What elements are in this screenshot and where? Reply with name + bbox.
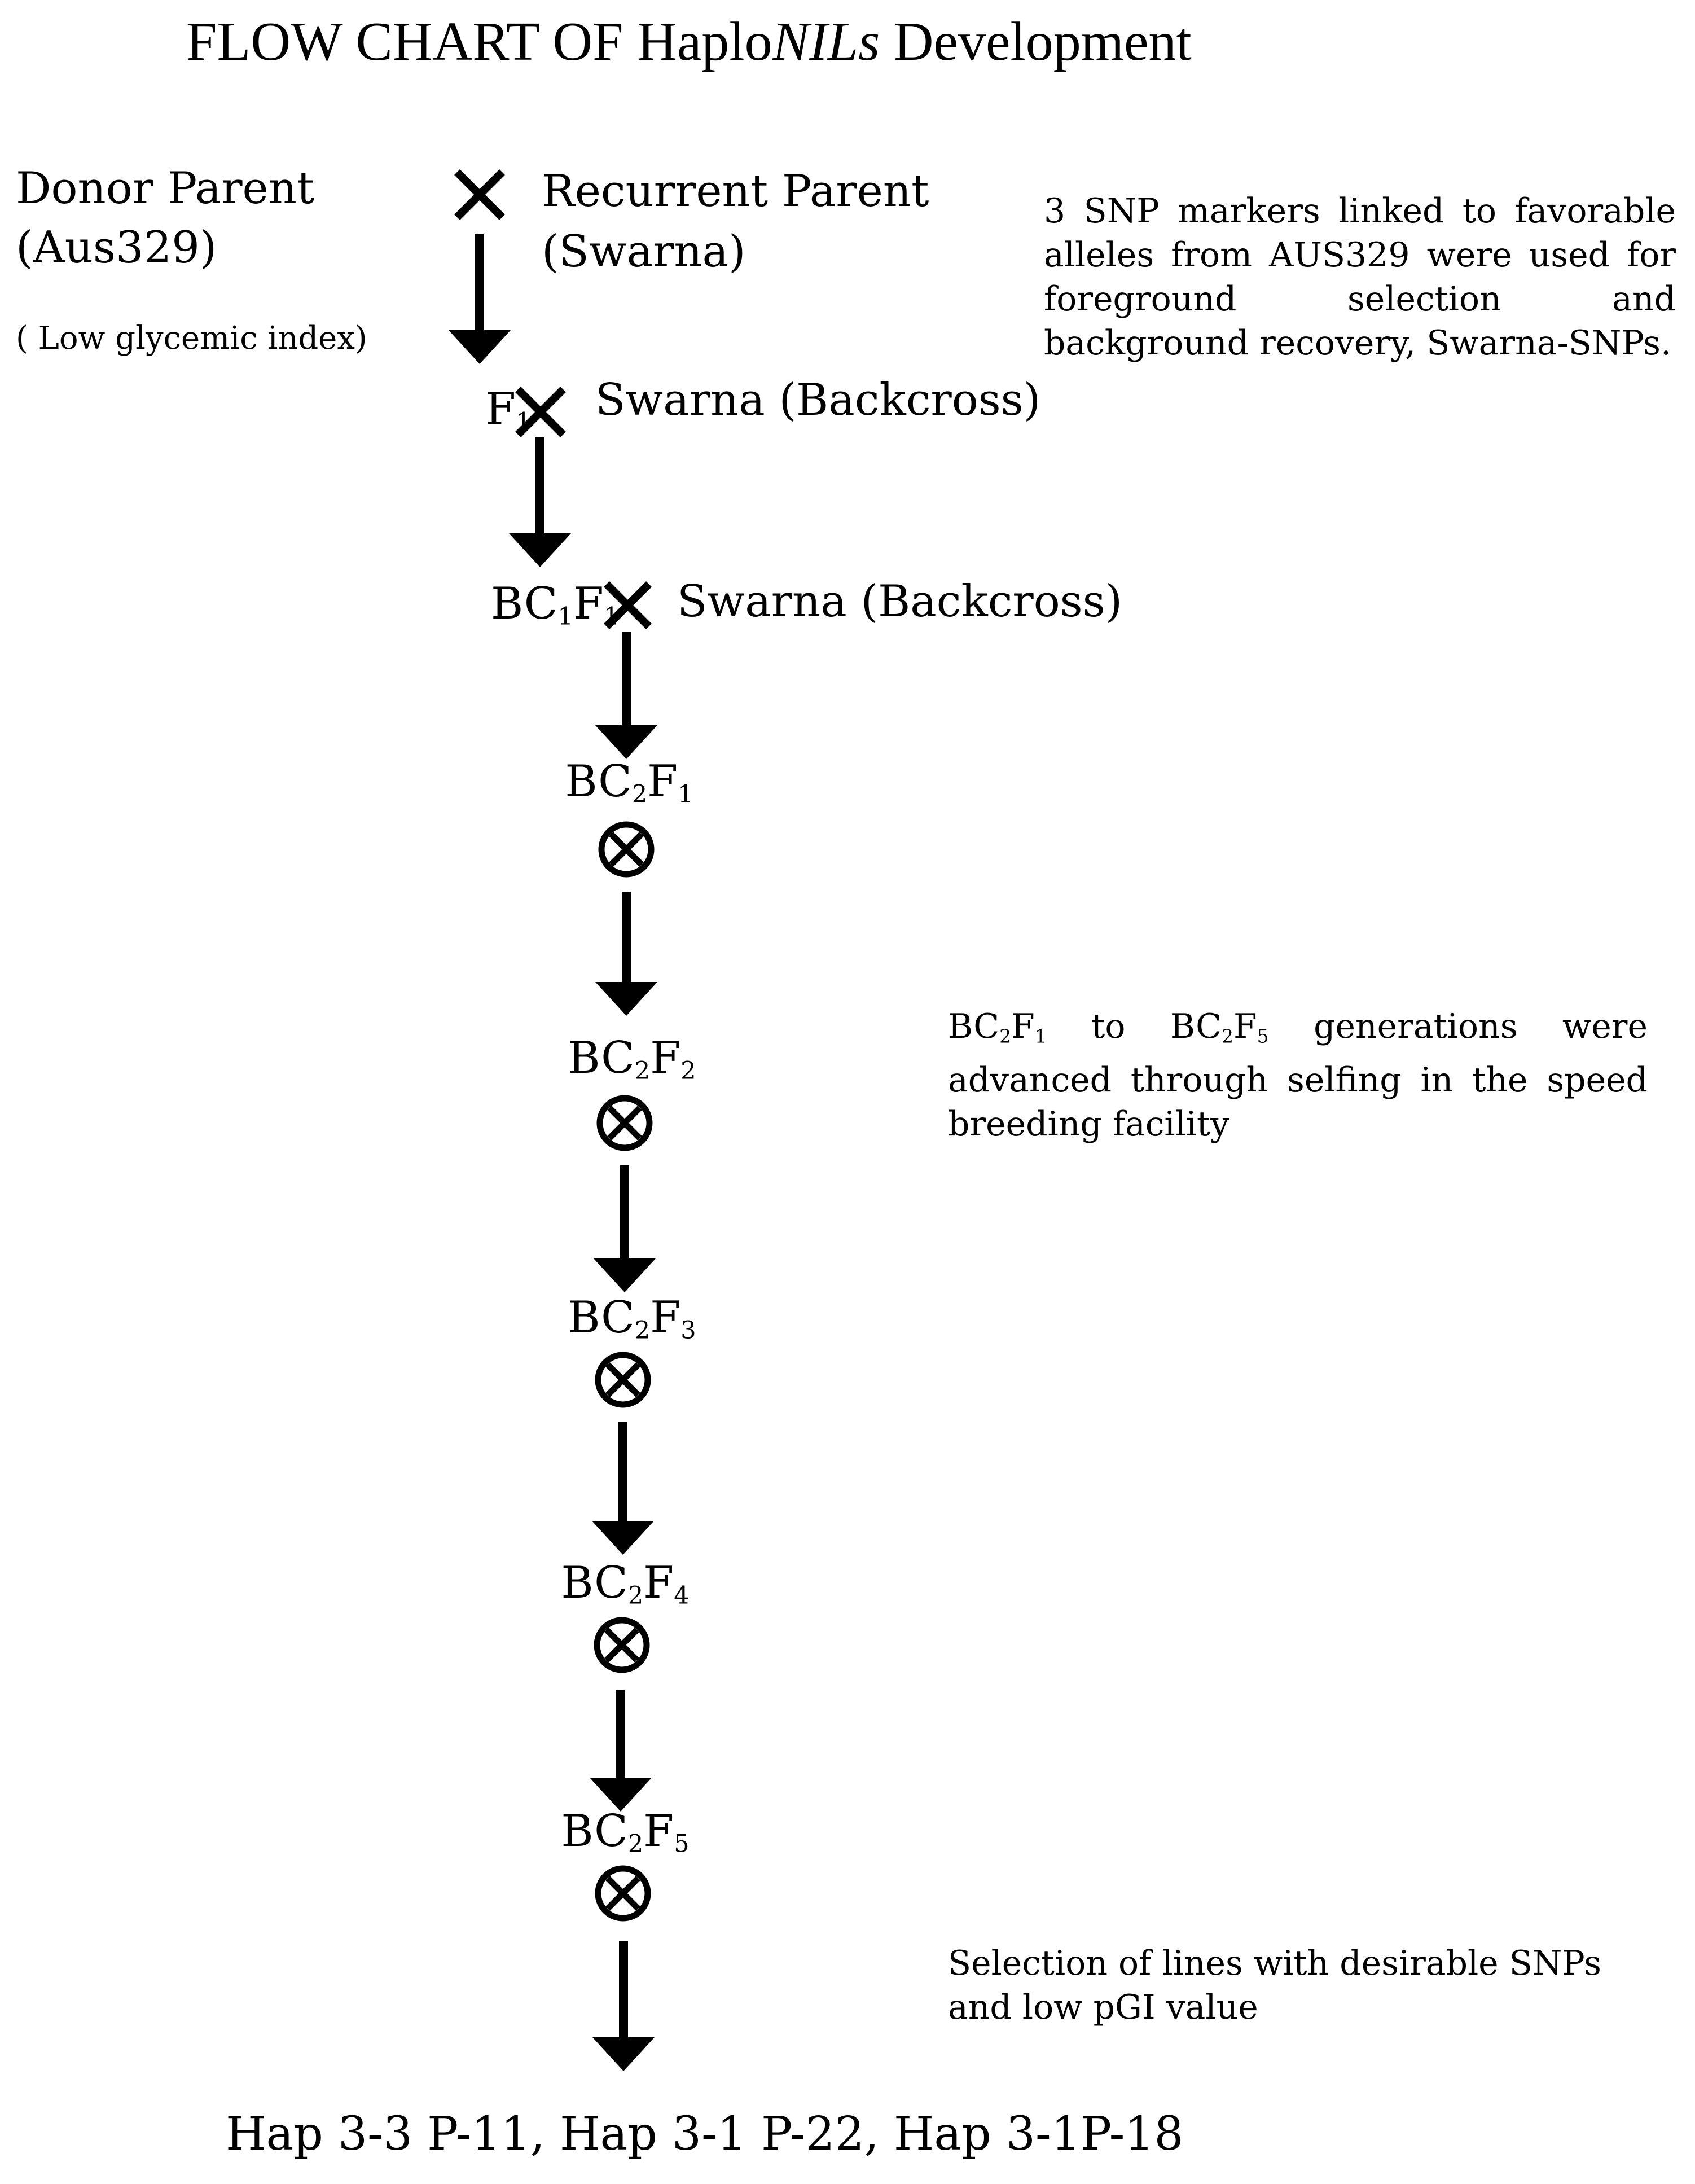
snp-marker-note: 3 SNP markers linked to favorable allele… (1044, 191, 1676, 363)
arrowhead-8 (592, 2037, 655, 2071)
arrowhead-1 (449, 330, 511, 364)
arrowhead-2 (509, 533, 571, 567)
backcross-label-2: Swarna (Backcross) (677, 576, 1123, 627)
selfing-note: BC2F1 to BC2F5 generations were advanced… (948, 1007, 1648, 1144)
recurrent-parent-name: (Swarna) (542, 226, 746, 277)
arrowhead-7 (590, 1778, 652, 1812)
selfing-icon-bc2f5 (595, 1865, 651, 1922)
arrowhead-6 (592, 1521, 654, 1555)
generation-bc2f3: BC2F3 (568, 1292, 696, 1345)
generation-bc2f4: BC2F4 (561, 1558, 690, 1610)
arrowhead-4 (595, 982, 657, 1016)
donor-parent-label: Donor Parent (16, 163, 315, 214)
generation-bc2f1: BC2F1 (565, 756, 693, 809)
selection-note: Selection of lines with desirable SNPs a… (948, 1944, 1601, 2027)
selfing-icon-bc2f3 (595, 1352, 651, 1408)
donor-trait: ( Low glycemic index) (16, 320, 367, 357)
arrowhead-5 (594, 1258, 656, 1292)
selfing-icon-bc2f4 (594, 1617, 650, 1673)
arrowhead-3 (595, 725, 657, 759)
final-selected-lines: Hap 3-3 P-11, Hap 3-1 P-22, Hap 3-1P-18 (226, 2107, 1184, 2161)
title-italic: NILs (772, 11, 880, 72)
selfing-icon-bc2f2 (596, 1095, 653, 1151)
cross-icon-bc1f1 (604, 581, 652, 629)
generation-bc2f5: BC2F5 (561, 1806, 690, 1858)
recurrent-parent-label: Recurrent Parent (542, 166, 929, 217)
donor-parent-name: (Aus329) (16, 222, 217, 273)
cross-icon-f1 (515, 387, 566, 437)
generation-bc2f2: BC2F2 (568, 1033, 696, 1085)
chart-title: FLOW CHART OF HaploNILs Development (186, 10, 1192, 74)
cross-icon-parents (454, 169, 505, 220)
backcross-label-1: Swarna (Backcross) (595, 375, 1041, 426)
selfing-icon-bc2f1 (598, 821, 655, 878)
title-suffix: Development (880, 11, 1192, 72)
generation-bc1f1: BC1F1 (491, 578, 620, 631)
title-prefix: FLOW CHART OF Haplo (186, 11, 772, 72)
